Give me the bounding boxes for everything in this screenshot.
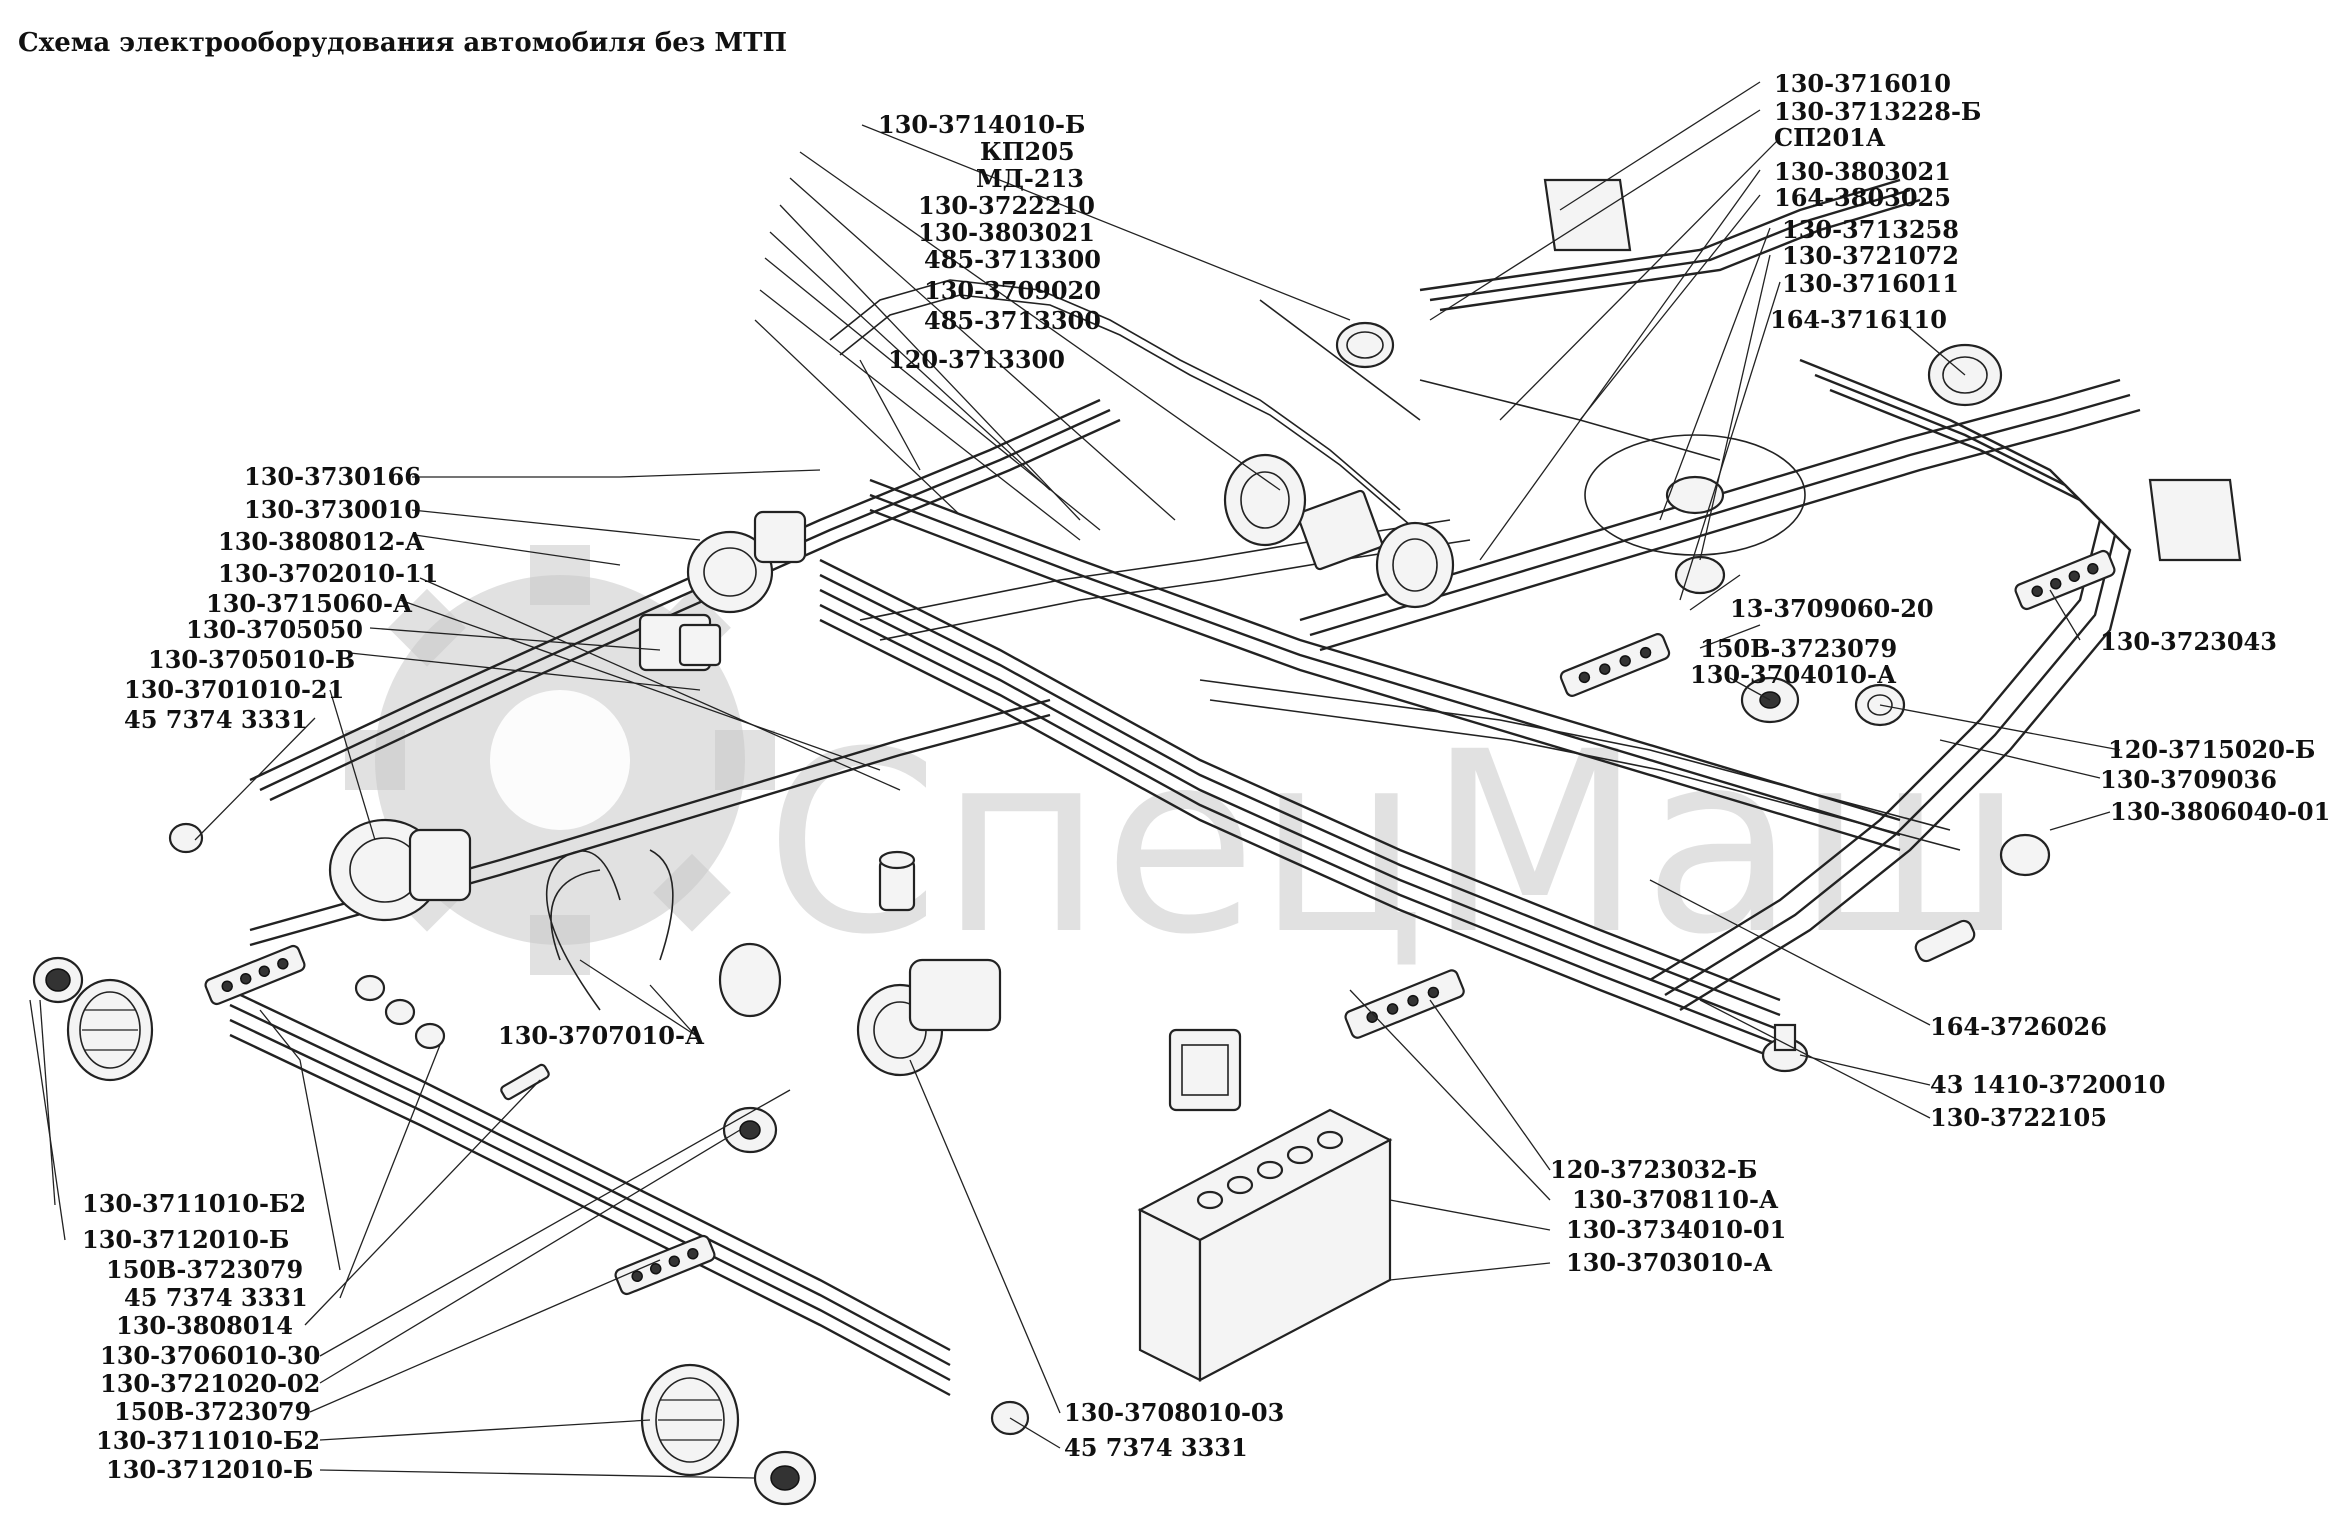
part-label: 130-3730010 bbox=[244, 495, 421, 524]
gauge-icon bbox=[1375, 521, 1455, 609]
sidelight-rear-left-icon bbox=[753, 1450, 817, 1506]
labels-right-mid: 13-3709060-20 130-3723043 150В-3723079 1… bbox=[1690, 594, 2329, 1132]
column-switch-icon bbox=[1674, 555, 1726, 595]
connector-blocks bbox=[204, 549, 2116, 1296]
part-label: 130-3713228-Б bbox=[1774, 97, 1981, 126]
connector-block-rear-left bbox=[614, 1234, 716, 1296]
part-label: 164-3726026 bbox=[1930, 1012, 2107, 1041]
part-label: 130-3716010 bbox=[1774, 69, 1951, 98]
part-label: 130-3723043 bbox=[2100, 627, 2277, 656]
part-label: 164-3803025 bbox=[1774, 183, 1951, 212]
steering-wheel-icon bbox=[1584, 434, 1806, 556]
part-label: 150В-3723079 bbox=[1700, 634, 1897, 663]
part-label: 130-3712010-Б bbox=[82, 1225, 289, 1254]
part-label: 130-3716011 bbox=[1782, 269, 1959, 298]
connector-block-dash bbox=[1559, 633, 1671, 697]
wiper-motor-icon bbox=[686, 510, 807, 614]
part-label: 485-3713300 bbox=[924, 306, 1101, 335]
part-label: 130-3706010-30 bbox=[100, 1341, 320, 1370]
part-label: 130-3708110-А bbox=[1572, 1185, 1779, 1214]
part-label: 45 7374 3331 bbox=[1064, 1433, 1248, 1462]
connector-block-right bbox=[2014, 549, 2116, 611]
part-label: 45 7374 3331 bbox=[124, 1283, 308, 1312]
labels-center: 130-3707010-А 120-3723032-Б 130-3708110-… bbox=[498, 1021, 1786, 1277]
battery-icon bbox=[1137, 1108, 1393, 1382]
tail-lamp-right-icon bbox=[2148, 478, 2242, 562]
part-label: 120-3715020-Б bbox=[2108, 735, 2315, 764]
part-label: 130-3711010-Б2 bbox=[82, 1189, 306, 1218]
regulator-icon bbox=[1168, 1028, 1242, 1112]
part-label: 130-3730166 bbox=[244, 462, 421, 491]
speedometer-icon bbox=[1223, 453, 1307, 547]
part-label: 485-3713300 bbox=[924, 245, 1101, 274]
relay-icon bbox=[638, 613, 722, 672]
part-label: 130-3734010-01 bbox=[1566, 1215, 1786, 1244]
part-label: 130-3707010-А bbox=[498, 1021, 705, 1050]
part-label: 130-3708010-03 bbox=[1064, 1398, 1284, 1427]
horn-right-icon bbox=[1761, 1023, 1809, 1073]
part-label: 130-3705010-В bbox=[148, 645, 355, 674]
part-label: 130-3709020 bbox=[924, 276, 1101, 305]
part-label: 130-3709036 bbox=[2100, 765, 2277, 794]
part-label: 130-3702010-11 bbox=[218, 559, 438, 588]
part-label: 150В-3723079 bbox=[106, 1255, 303, 1284]
part-label: 130-3713258 bbox=[1782, 215, 1959, 244]
diagram-title: Схема электрооборудования автомобиля без… bbox=[18, 28, 788, 58]
part-label: 130-3712010-Б bbox=[106, 1455, 313, 1484]
starter-icon bbox=[856, 958, 1002, 1077]
sidelight-front-left-icon bbox=[32, 956, 84, 1004]
labels-bottom-left: 130-3711010-Б2 130-3712010-Б 150В-372307… bbox=[82, 1189, 320, 1484]
part-label: 45 7374 3331 bbox=[124, 705, 308, 734]
components bbox=[32, 178, 2242, 1506]
part-label: 120-3713300 bbox=[888, 345, 1065, 374]
labels-left: 130-3730166 130-3730010 130-3808012-А 13… bbox=[124, 462, 438, 734]
connector-block-center bbox=[1344, 969, 1465, 1039]
connector-block-front-left bbox=[204, 944, 306, 1006]
generator-icon bbox=[328, 818, 472, 922]
distributor-icon bbox=[545, 849, 782, 1018]
part-label: 164-3716110 bbox=[1770, 305, 1947, 334]
part-label: 130-3721072 bbox=[1782, 241, 1959, 270]
part-label: 130-3803021 bbox=[1774, 157, 1951, 186]
part-label: 13-3709060-20 bbox=[1730, 594, 1934, 623]
part-label: 130-3711010-Б2 bbox=[96, 1426, 320, 1455]
part-label: 130-3715060-А bbox=[206, 589, 413, 618]
part-label: 120-3723032-Б bbox=[1550, 1155, 1757, 1184]
spark-plug-icon bbox=[500, 1063, 550, 1101]
sensors-left-icon bbox=[354, 974, 446, 1050]
labels-top: 130-3714010-Б КП205 МД-213 130-3722210 1… bbox=[878, 110, 1101, 374]
fuel-cap-icon bbox=[1335, 321, 1395, 369]
horn-icon bbox=[722, 1106, 778, 1154]
part-label: 130-3803021 bbox=[918, 218, 1095, 247]
labels-bottom-center: 130-3708010-03 45 7374 3331 bbox=[1064, 1398, 1284, 1462]
leader-lines bbox=[29, 81, 2121, 1479]
part-label: 130-3705050 bbox=[186, 615, 363, 644]
ignition-coil-icon bbox=[878, 850, 916, 912]
headlamp-front-left-icon bbox=[66, 978, 154, 1082]
part-label: 130-3703010-А bbox=[1566, 1248, 1773, 1277]
part-label: 130-3714010-Б bbox=[878, 110, 1085, 139]
part-label: 130-3806040-01 bbox=[2110, 797, 2329, 826]
tail-lamp-left-icon bbox=[1543, 178, 1632, 252]
part-label: 130-3722210 bbox=[918, 191, 1095, 220]
part-label: КП205 bbox=[980, 137, 1075, 166]
part-label: 130-3704010-А bbox=[1690, 660, 1897, 689]
labels-right-top: 130-3716010 130-3713228-Б СП201А 130-380… bbox=[1770, 69, 1981, 334]
sensor-bottom-right-icon bbox=[1914, 919, 1976, 963]
sensor-right-icon bbox=[1999, 833, 2051, 877]
part-label: 130-3721020-02 bbox=[100, 1369, 320, 1398]
part-label: 130-3808014 bbox=[116, 1311, 293, 1340]
watermark-text: СпецМаш bbox=[765, 698, 2025, 989]
part-label: 130-3808012-А bbox=[218, 527, 425, 556]
part-label: 130-3722105 bbox=[1930, 1103, 2107, 1132]
part-label: СП201А bbox=[1774, 123, 1886, 152]
headlamp-rear-left-icon bbox=[640, 1363, 740, 1477]
part-label: 130-3701010-21 bbox=[124, 675, 344, 704]
small-lamp-left-icon bbox=[168, 822, 204, 854]
part-label: 43 1410-3720010 bbox=[1930, 1070, 2165, 1099]
fuse-box-icon bbox=[1296, 489, 1384, 571]
part-label: МД-213 bbox=[976, 164, 1084, 193]
part-label: 150В-3723079 bbox=[114, 1397, 311, 1426]
